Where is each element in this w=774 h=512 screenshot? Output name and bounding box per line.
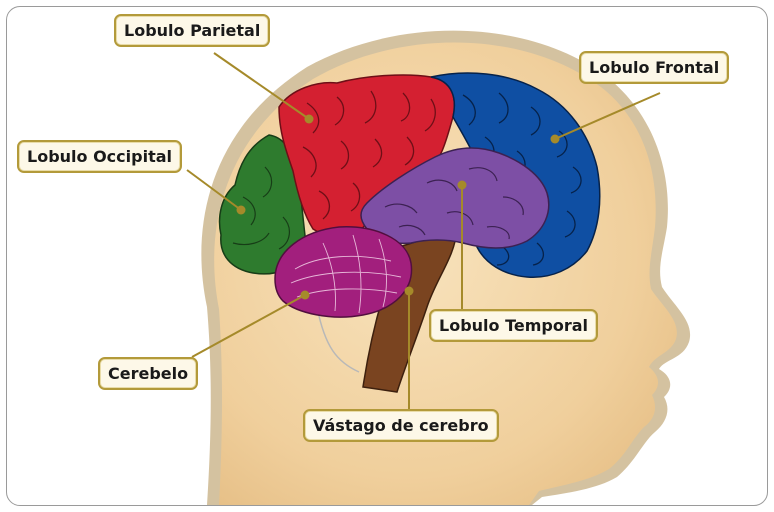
- diagram-frame: Lobulo Parietal Lobulo Frontal Lobulo Oc…: [6, 6, 768, 506]
- label-temporal: Lobulo Temporal: [429, 309, 598, 342]
- label-cerebelo: Cerebelo: [98, 357, 198, 390]
- label-occipital: Lobulo Occipital: [17, 140, 182, 173]
- label-frontal: Lobulo Frontal: [579, 51, 729, 84]
- label-brainstem: Vástago de cerebro: [303, 409, 499, 442]
- label-parietal: Lobulo Parietal: [114, 14, 270, 47]
